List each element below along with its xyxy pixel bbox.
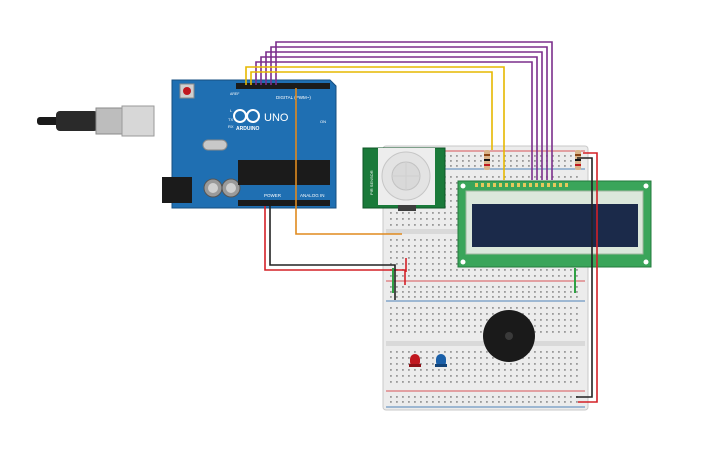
usb-cable <box>37 105 155 137</box>
resistor-1[interactable] <box>484 150 490 170</box>
buzzer[interactable] <box>483 310 535 362</box>
wire-red-power <box>264 206 406 285</box>
analog-header-label: ANALOG IN <box>300 193 325 198</box>
wire-red-right <box>578 152 598 403</box>
wire-orange <box>295 88 402 235</box>
on-led-label: ON <box>320 119 326 124</box>
l-led-label: L <box>230 108 233 113</box>
pir-label: PIR SENSOR <box>369 170 374 195</box>
pir-sensor[interactable]: PIR SENSOR <box>362 147 446 211</box>
lcd-display[interactable] <box>457 180 652 268</box>
wire-purple-3 <box>265 51 543 180</box>
wire-yellow-2 <box>250 71 493 150</box>
wire-purple-1 <box>275 41 553 180</box>
wire-black-ground <box>269 206 396 300</box>
digital-header-label: DIGITAL (PWM~) <box>276 95 311 100</box>
arduino-logo <box>233 109 260 123</box>
rx-led-label: RX <box>228 124 234 129</box>
aref-label: AREF <box>230 92 239 96</box>
led-blue[interactable] <box>435 354 447 367</box>
power-header-label: POWER <box>264 193 282 198</box>
arduino-model-label: UNO <box>264 112 289 124</box>
arduino-uno[interactable]: ARDUINO UNO DIGITAL (PWM~) POWER ANALOG … <box>37 79 337 209</box>
wire-yellow-1 <box>245 66 505 180</box>
led-red[interactable] <box>409 354 421 367</box>
arduino-brand-label: ARDUINO <box>236 126 259 132</box>
tx-led-label: TX <box>228 117 233 122</box>
wire-black-right <box>576 157 593 398</box>
wire-purple-2 <box>270 46 548 180</box>
resistor-2[interactable] <box>575 150 581 170</box>
lcd-pins <box>475 183 568 187</box>
wire-purple-5 <box>255 61 533 180</box>
wires <box>245 41 598 403</box>
wire-purple-4 <box>260 56 538 180</box>
